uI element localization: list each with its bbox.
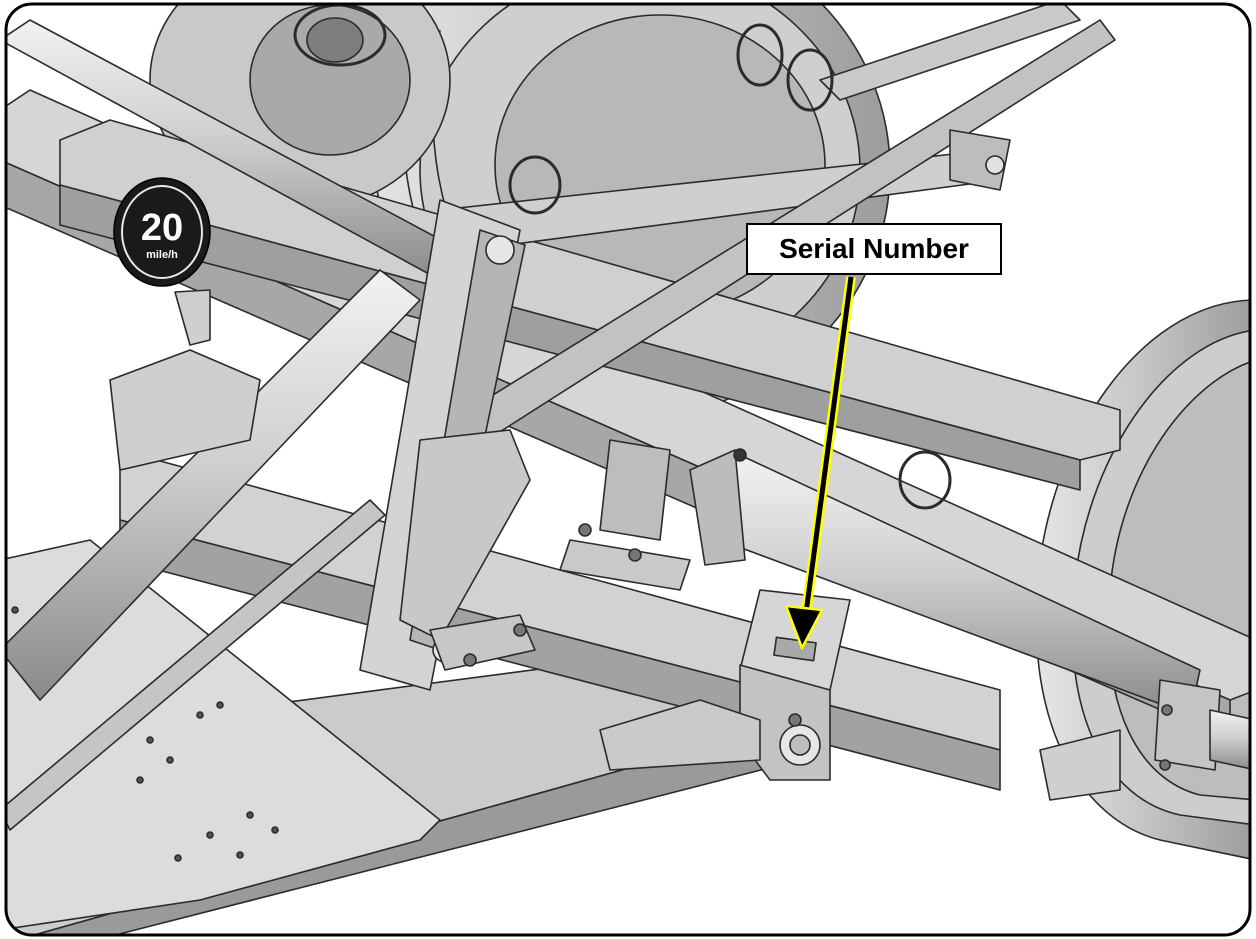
drawbar-tube xyxy=(6,19,461,831)
serial-number-label: Serial Number xyxy=(779,233,969,264)
serial-number-callout: Serial Number xyxy=(746,223,1002,275)
brackets xyxy=(429,439,851,781)
serial-number-arrow xyxy=(784,276,856,650)
hitch-brackets xyxy=(109,349,1121,801)
figure-frame xyxy=(4,2,1252,937)
speed-sign: 20 mile/h xyxy=(113,177,211,346)
lift-arms xyxy=(359,199,531,691)
mount-plate xyxy=(6,539,441,931)
speed-sign-number: 20 xyxy=(141,207,183,249)
speed-sign-unit: mile/h xyxy=(146,249,178,261)
hose-loops xyxy=(293,4,952,510)
hydraulic-cylinder xyxy=(689,448,1250,771)
